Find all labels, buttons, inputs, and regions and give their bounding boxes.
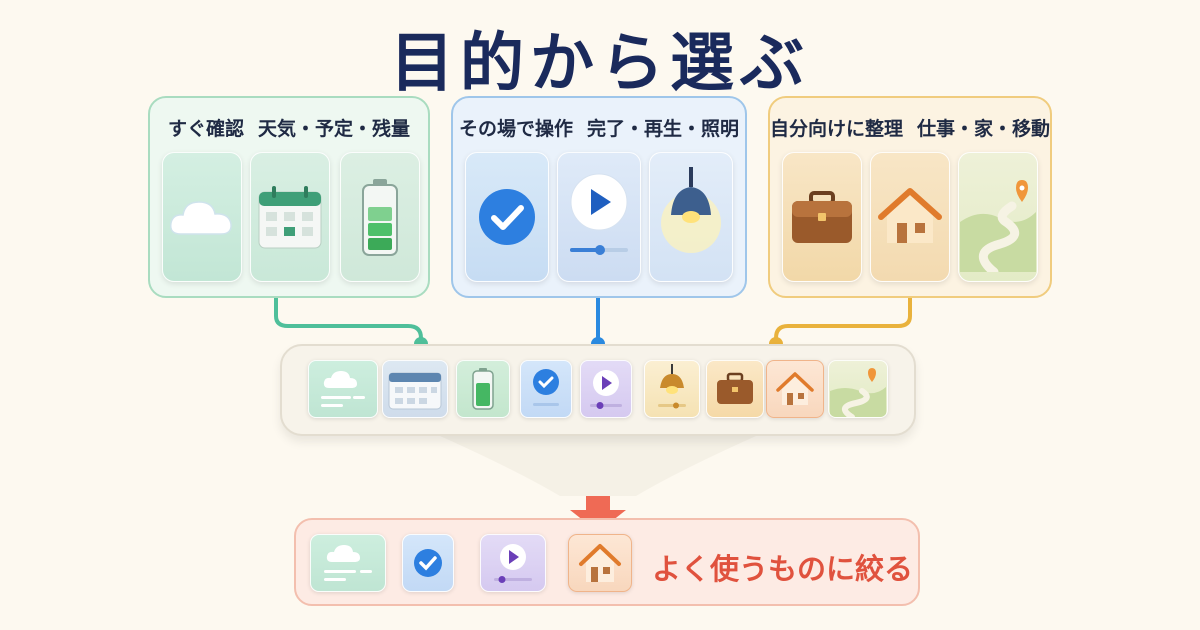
card-work[interactable] (782, 152, 862, 282)
card-lighting[interactable] (649, 152, 733, 282)
checkmark-icon (533, 369, 559, 406)
briefcase-icon (717, 372, 753, 404)
briefcase-icon (792, 191, 852, 243)
cloud-icon (169, 201, 232, 235)
mini-travel[interactable] (828, 360, 888, 418)
cloud-icon (324, 545, 372, 581)
group-quick-check: すぐ確認天気・予定・残量 (148, 96, 430, 298)
card-home[interactable] (870, 152, 950, 282)
group-items-label: 完了・再生・照明 (587, 118, 740, 140)
mini-lighting[interactable] (644, 360, 700, 418)
calendar-icon (258, 186, 322, 249)
result-label: よく使うものに絞る (652, 552, 914, 586)
group-items-label: 仕事・家・移動 (917, 118, 1051, 140)
checkmark-icon (479, 189, 535, 245)
connector-green (274, 296, 423, 346)
widget-bar (280, 344, 916, 436)
play-icon (494, 544, 532, 583)
group-items-label: 天気・予定・残量 (258, 118, 411, 140)
card-travel[interactable] (958, 152, 1038, 282)
card-battery[interactable] (340, 152, 420, 282)
result-home[interactable] (568, 534, 632, 592)
mini-weather[interactable] (308, 360, 378, 418)
play-icon (590, 370, 622, 409)
play-icon (570, 173, 628, 255)
connector-orange (774, 296, 912, 346)
map-route-icon (830, 368, 886, 417)
cloud-icon (321, 371, 365, 407)
house-icon (579, 544, 621, 582)
group-label: その場で操作 (458, 118, 573, 140)
calendar-icon (388, 372, 442, 410)
funnel (440, 436, 756, 496)
battery-icon (472, 368, 494, 410)
card-weather[interactable] (162, 152, 242, 282)
group-personalize: 自分向けに整理仕事・家・移動 (768, 96, 1052, 298)
down-arrow-icon (570, 496, 626, 532)
mini-home[interactable] (766, 360, 824, 418)
card-playback[interactable] (557, 152, 641, 282)
group-label: すぐ確認 (167, 118, 244, 140)
map-route-icon (960, 180, 1036, 272)
card-calendar[interactable] (250, 152, 330, 282)
mini-work[interactable] (706, 360, 764, 418)
result-panel: よく使うものに絞る (294, 518, 920, 606)
result-playback[interactable] (480, 534, 546, 592)
result-weather[interactable] (310, 534, 386, 592)
house-icon (776, 372, 814, 405)
mini-calendar[interactable] (382, 360, 448, 418)
lamp-icon (658, 364, 686, 409)
mini-playback[interactable] (580, 360, 632, 418)
checkmark-icon (414, 549, 442, 577)
group-label: 自分向けに整理 (770, 118, 904, 140)
battery-icon (362, 179, 398, 256)
page-title: 目的から選ぶ (390, 27, 810, 101)
lamp-icon (661, 167, 721, 253)
house-icon (878, 188, 942, 243)
mini-battery[interactable] (456, 360, 510, 418)
mini-complete[interactable] (520, 360, 572, 418)
group-instant-action: その場で操作完了・再生・照明 (451, 96, 747, 298)
result-complete[interactable] (402, 534, 454, 592)
card-complete[interactable] (465, 152, 549, 282)
